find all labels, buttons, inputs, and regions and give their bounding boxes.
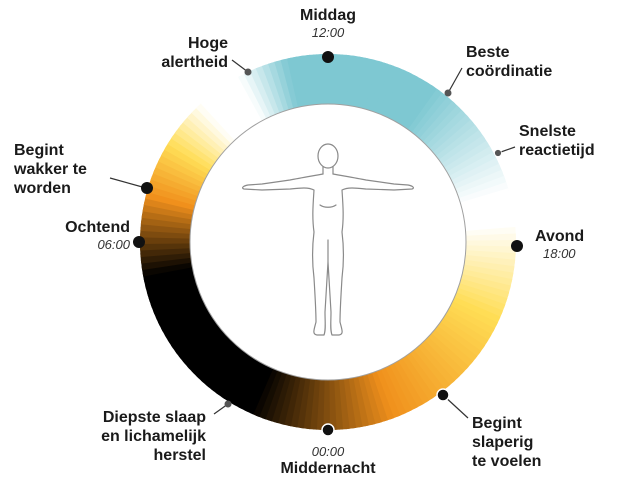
label-diepste-slaap-line2: en lichamelijk (70, 427, 206, 446)
marker-begint-slaperig (437, 389, 449, 401)
label-middag: Middag 12:00 (290, 6, 366, 40)
label-ochtend-title: Ochtend (20, 218, 130, 237)
leader-beste-coordinatie (448, 68, 462, 93)
label-begint-slaperig-line3: te voelen (472, 452, 582, 471)
label-middernacht-time: 00:00 (270, 444, 386, 459)
label-ochtend: Ochtend 06:00 (20, 218, 130, 252)
label-middag-time: 12:00 (290, 25, 366, 40)
label-middag-title: Middag (290, 6, 366, 25)
marker-snelste-reactietijd (495, 150, 502, 157)
marker-beste-coordinatie (445, 90, 452, 97)
label-begint-wakker-line2: wakker te (14, 160, 114, 179)
label-snelste-reactietijd-line2: reactietijd (519, 141, 623, 160)
label-avond: Avond 18:00 (535, 227, 615, 261)
label-begint-wakker: Begint wakker te worden (14, 141, 114, 198)
label-begint-wakker-line1: Begint (14, 141, 114, 160)
label-begint-slaperig-line2: slaperig (472, 433, 582, 452)
label-middernacht: 00:00 Middernacht (270, 444, 386, 478)
label-beste-coordinatie: Beste coördinatie (466, 43, 586, 81)
marker-avond (511, 240, 523, 252)
label-begint-wakker-line3: worden (14, 179, 114, 198)
label-avond-time: 18:00 (535, 246, 615, 261)
leader-begint-wakker (110, 178, 146, 188)
marker-begint-wakker (141, 182, 153, 194)
marker-diepste-slaap (225, 401, 232, 408)
label-begint-slaperig-line1: Begint (472, 414, 582, 433)
marker-middernacht (322, 424, 334, 436)
label-hoge-alertheid-line2: alertheid (120, 53, 228, 72)
marker-hoge-alertheid (245, 69, 252, 76)
label-beste-coordinatie-line1: Beste (466, 43, 586, 62)
label-diepste-slaap: Diepste slaap en lichamelijk herstel (70, 408, 206, 465)
marker-ochtend (133, 236, 145, 248)
label-middernacht-title: Middernacht (270, 459, 386, 478)
label-avond-title: Avond (535, 227, 615, 246)
marker-middag (322, 51, 334, 63)
label-begint-slaperig: Begint slaperig te voelen (472, 414, 582, 471)
label-hoge-alertheid: Hoge alertheid (120, 34, 228, 72)
label-snelste-reactietijd: Snelste reactietijd (519, 122, 623, 160)
label-diepste-slaap-line1: Diepste slaap (70, 408, 206, 427)
label-hoge-alertheid-line1: Hoge (120, 34, 228, 53)
label-beste-coordinatie-line2: coördinatie (466, 62, 586, 81)
label-ochtend-time: 06:00 (20, 237, 130, 252)
label-snelste-reactietijd-line1: Snelste (519, 122, 623, 141)
label-diepste-slaap-line3: herstel (70, 446, 206, 465)
